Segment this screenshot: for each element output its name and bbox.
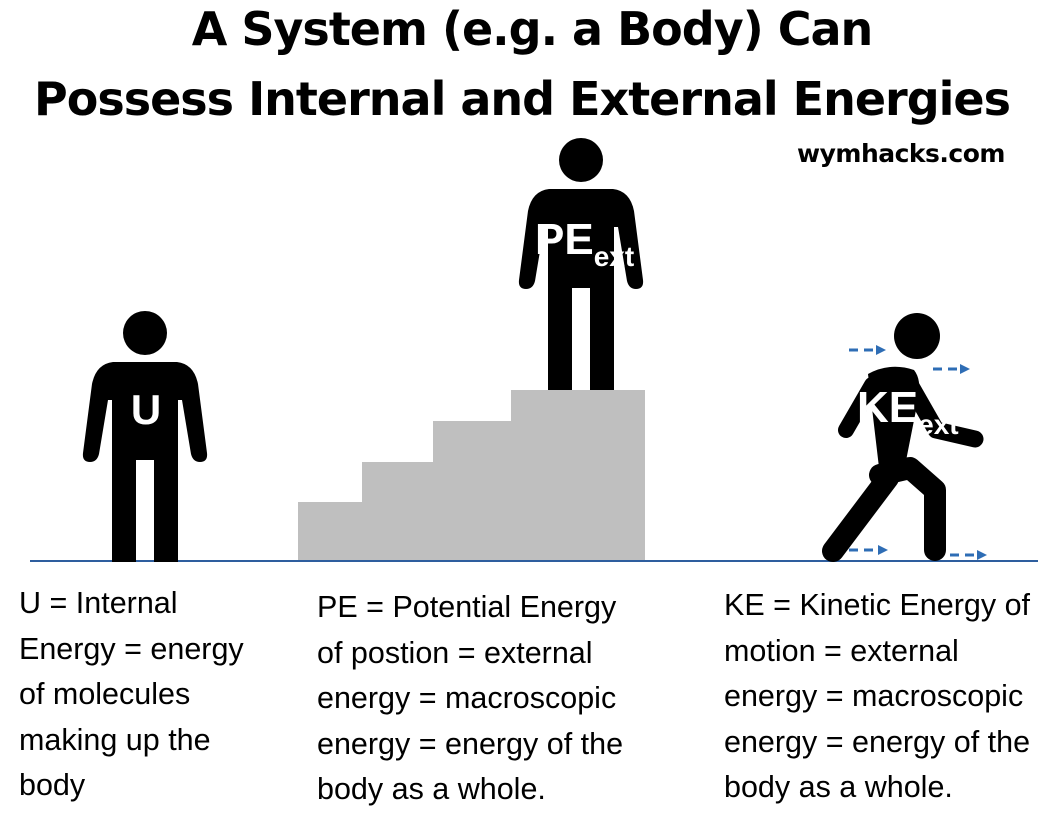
motion-arrows — [849, 345, 987, 560]
staircase — [298, 390, 645, 560]
brand-label: wymhacks.com — [797, 139, 1005, 168]
potential-energy-subscript: ext — [594, 241, 634, 272]
internal-energy-symbol: U — [131, 386, 161, 433]
potential-energy-label: PEext — [535, 215, 634, 272]
internal-energy-description: U = Internal Energy = energy of molecule… — [19, 586, 244, 802]
title-line-1: A System (e.g. a Body) Can — [191, 2, 874, 56]
walking-person-icon — [822, 313, 984, 562]
potential-energy-description: PE = Potential Energy of postion = exter… — [317, 590, 624, 806]
kinetic-energy-description: KE = Kinetic Energy of motion = external… — [724, 588, 1031, 804]
potential-energy-symbol: PE — [535, 215, 594, 264]
kinetic-energy-subscript: ext — [918, 409, 958, 440]
elevated-person-icon — [518, 138, 644, 390]
kinetic-energy-label: KEext — [857, 383, 959, 440]
standing-person-icon — [82, 311, 208, 562]
title-line-2: Possess Internal and External Energies — [34, 72, 1011, 126]
kinetic-energy-symbol: KE — [857, 383, 918, 432]
